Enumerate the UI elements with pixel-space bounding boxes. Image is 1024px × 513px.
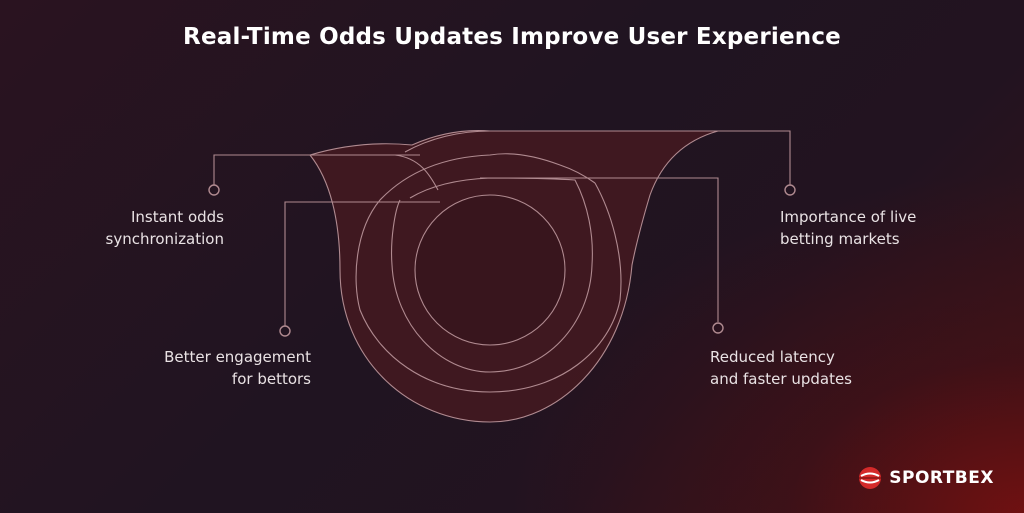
connector-dot-latency	[712, 322, 724, 334]
label-line: and faster updates	[710, 370, 852, 388]
label-better-engagement: Better engagement for bettors	[164, 346, 311, 390]
connector-instant	[213, 154, 420, 185]
connector-engagement	[284, 201, 440, 326]
label-line: Reduced latency	[710, 348, 835, 366]
page-title: Real-Time Odds Updates Improve User Expe…	[183, 24, 841, 50]
funnel-shape	[309, 130, 719, 423]
label-line: betting markets	[780, 230, 900, 248]
core-circle	[414, 194, 566, 346]
sportbex-logo-icon	[859, 467, 882, 489]
connector-dot-instant	[208, 184, 220, 196]
label-line: Better engagement	[164, 348, 311, 366]
outer-arc	[404, 130, 491, 153]
label-line: synchronization	[105, 230, 224, 248]
connector-dot-engagement	[279, 325, 291, 337]
label-line: Instant odds	[130, 208, 224, 226]
connector-latency	[480, 177, 719, 322]
label-line: Importance of live	[780, 208, 917, 226]
connector-dot-importance	[784, 184, 796, 196]
label-reduced-latency: Reduced latency and faster updates	[710, 346, 852, 390]
label-line: for bettors	[231, 370, 311, 388]
brand-logo: SPORTBEX	[857, 465, 994, 491]
label-instant-odds: Instant odds synchronization	[106, 206, 224, 250]
brand-name: SPORTBEX	[889, 468, 994, 488]
label-importance-live: Importance of live betting markets	[780, 206, 916, 250]
connector-importance	[718, 130, 791, 185]
